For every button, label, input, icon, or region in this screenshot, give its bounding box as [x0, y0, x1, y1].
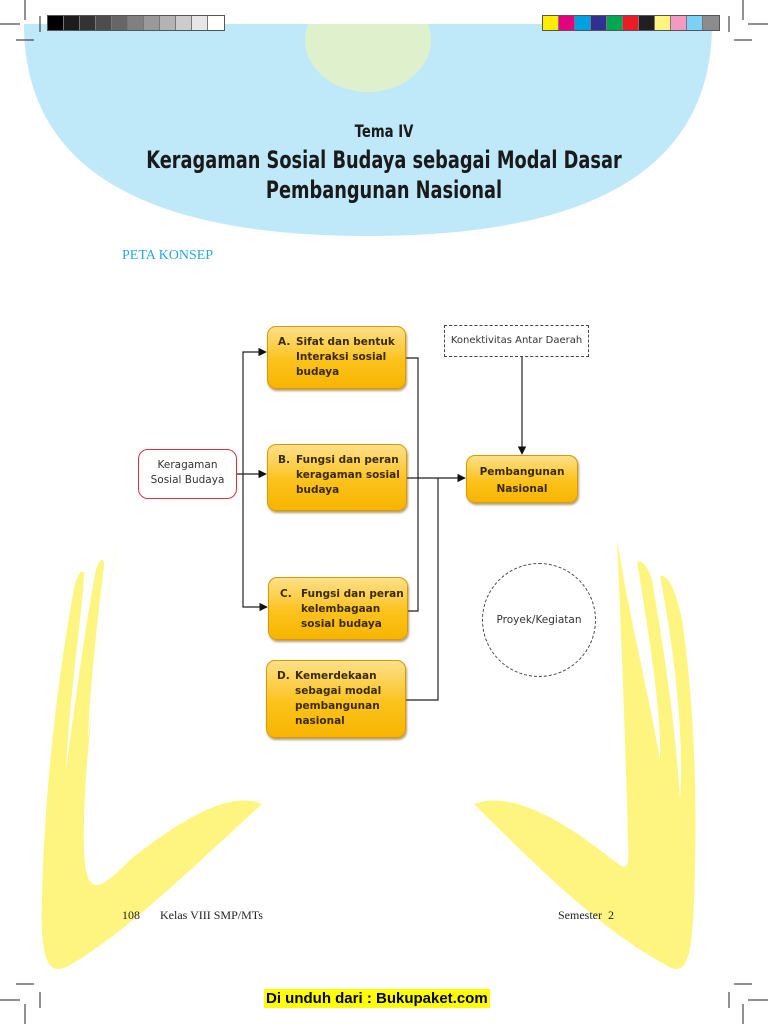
color-swatch	[639, 16, 655, 30]
grayscale-swatch	[192, 16, 208, 30]
color-calibration-bar	[542, 15, 720, 31]
grayscale-swatch	[48, 16, 64, 30]
node-letter: B.	[278, 454, 290, 466]
node-text: Kemerdekaan sebagai modal pembangunan na…	[295, 670, 382, 727]
concept-target-node: Pembangunan Nasional	[466, 455, 578, 503]
trunk-to-c-arrow	[242, 474, 268, 612]
download-source-watermark: Di unduh dari : Bukupaket.com	[264, 989, 490, 1008]
class-label: Kelas VIII SMP/MTs	[160, 908, 263, 922]
node-text: Pembangunan Nasional	[479, 466, 565, 495]
concept-root-node: Keragaman Sosial Budaya	[138, 449, 237, 499]
grayscale-swatch	[112, 16, 128, 30]
grayscale-swatch	[128, 16, 144, 30]
concept-node-d: D. Kemerdekaan sebagai modal pembangunan…	[266, 660, 406, 738]
left-yellow-swoosh	[41, 540, 262, 969]
grayscale-swatch	[208, 16, 224, 30]
project-activity-node: Proyek/Kegiatan	[482, 563, 596, 677]
node-letter: D.	[277, 670, 290, 682]
grayscale-swatch	[96, 16, 112, 30]
grayscale-swatch	[144, 16, 160, 30]
color-swatch	[543, 16, 559, 30]
color-swatch	[623, 16, 639, 30]
color-swatch	[607, 16, 623, 30]
concept-node-b: B. Fungsi dan peran keragaman sosial bud…	[267, 444, 407, 511]
node-letter: C.	[280, 588, 292, 600]
concept-node-a: A. Sifat dan bentuk Interaksi sosial bud…	[267, 326, 406, 389]
chapter-title-line2: Pembangunan Nasional	[265, 176, 503, 204]
color-swatch	[671, 16, 687, 30]
concept-node-c: C. Fungsi dan peran kelembagaan sosial b…	[268, 577, 408, 640]
connector-lines	[237, 347, 527, 701]
trunk-to-a-arrow	[242, 347, 267, 474]
grayscale-swatch	[80, 16, 96, 30]
node-text: Fungsi dan peran kelembagaan sosial buda…	[301, 588, 404, 630]
section-heading: PETA KONSEP	[122, 248, 214, 263]
node-text: Fungsi dan peran keragaman sosial budaya	[296, 454, 400, 496]
semester-label: Semester 2	[558, 908, 614, 922]
color-swatch	[575, 16, 591, 30]
node-text: Sifat dan bentuk Interaksi sosial budaya	[296, 336, 395, 378]
page-number: 108	[122, 908, 140, 922]
grayscale-swatch	[64, 16, 80, 30]
color-swatch	[655, 16, 671, 30]
right-yellow-swoosh	[474, 540, 696, 969]
color-swatch	[687, 16, 703, 30]
connectivity-node: Konektivitas Antar Daerah	[444, 325, 589, 357]
a-to-collector	[406, 357, 419, 612]
chapter-title-line1: Keragaman Sosial Budaya sebagai Modal Da…	[146, 146, 622, 174]
color-swatch	[591, 16, 607, 30]
grayscale-swatch	[160, 16, 176, 30]
d-to-collector	[406, 478, 439, 701]
header-blue-shape	[24, 24, 712, 236]
color-swatch	[559, 16, 575, 30]
color-swatch	[703, 16, 719, 30]
grayscale-calibration-bar	[47, 15, 225, 31]
node-letter: A.	[278, 336, 291, 348]
theme-label: Tema IV	[354, 122, 414, 142]
grayscale-swatch	[176, 16, 192, 30]
